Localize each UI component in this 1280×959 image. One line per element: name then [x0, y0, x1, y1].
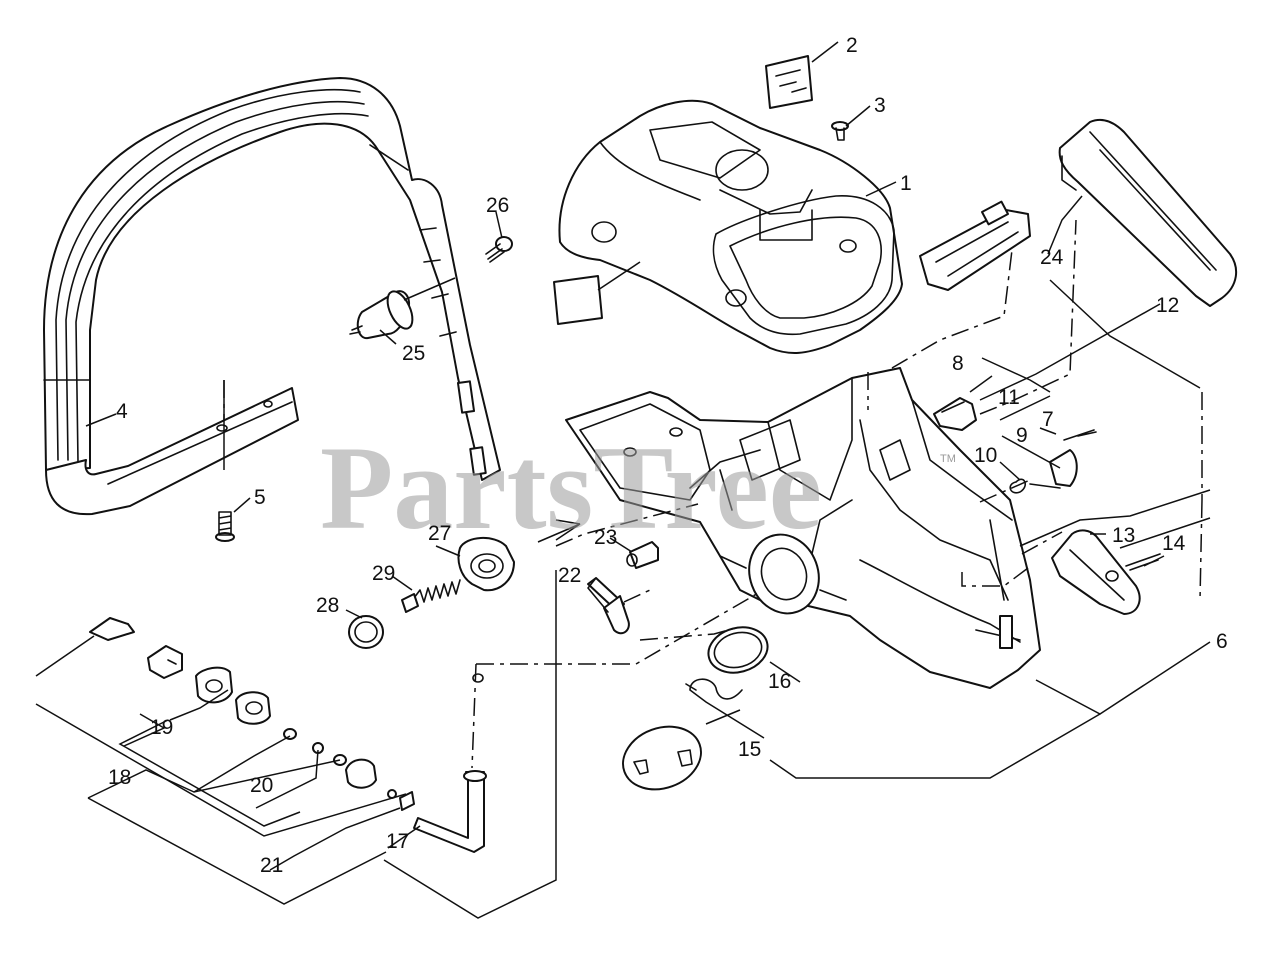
callout-7: 7: [1042, 408, 1054, 431]
callout-5: 5: [254, 486, 266, 509]
callout-21: 21: [260, 854, 283, 877]
callout-6: 6: [1216, 630, 1228, 653]
handle-screw: [215, 511, 235, 542]
callout-12: 12: [1156, 294, 1179, 317]
watermark-trademark: TM: [940, 453, 956, 465]
spring: [401, 579, 461, 613]
callout-23: 23: [594, 526, 617, 549]
watermark: PartsTree TM: [320, 421, 956, 554]
callout-16: 16: [768, 670, 791, 693]
pump-parts: [89, 617, 415, 811]
callout-9: 9: [1016, 424, 1028, 447]
callout-28: 28: [316, 594, 339, 617]
bar-plate: [1051, 529, 1141, 615]
chain-cover: [1058, 118, 1238, 307]
callout-13: 13: [1112, 524, 1135, 547]
callout-labels: 1 2 3 4 5 6 7 8 9 10 11 12 13 14 15 16 1…: [108, 34, 1228, 877]
o-ring: [707, 626, 769, 674]
callout-10: 10: [974, 444, 997, 467]
callout-3: 3: [874, 94, 886, 117]
callout-4: 4: [116, 400, 128, 423]
brake-linkage: [933, 397, 1097, 494]
callout-15: 15: [738, 738, 761, 761]
handle-screw-top: [485, 236, 513, 263]
hose-fitting: [626, 541, 659, 569]
callout-20: 20: [250, 774, 273, 797]
watermark-text: PartsTree: [320, 421, 822, 554]
callout-14: 14: [1162, 532, 1186, 555]
warning-decal: [765, 55, 813, 109]
callout-24: 24: [1040, 246, 1064, 269]
crankcase-housing: [565, 367, 1041, 689]
tank-cap: [622, 725, 702, 791]
callout-11: 11: [998, 386, 1020, 409]
plate-screw: [1125, 553, 1161, 571]
callout-26: 26: [486, 194, 509, 217]
dash-dot-lines: [223, 219, 1203, 769]
cover-screw: [831, 121, 849, 141]
fuel-hose: [587, 577, 630, 635]
label-sticker: [553, 261, 641, 325]
callout-22: 22: [558, 564, 581, 587]
handle-spacer: [349, 277, 456, 340]
cap: [348, 615, 384, 649]
grommet: [457, 537, 515, 592]
front-handle-bar: [43, 77, 501, 481]
filter-bracket: [919, 200, 1031, 291]
cap-retainer: [685, 678, 743, 700]
leader-lines: [35, 41, 1211, 919]
callout-17: 17: [386, 830, 409, 853]
callout-1: 1: [900, 172, 912, 195]
callout-2: 2: [846, 34, 858, 57]
callout-25: 25: [402, 342, 425, 365]
top-cover: [558, 99, 903, 354]
callout-19: 19: [150, 716, 173, 739]
handle-mounting-bar: [45, 380, 299, 516]
callout-27: 27: [428, 522, 451, 545]
callout-8: 8: [952, 352, 964, 375]
oil-line: [413, 673, 487, 853]
callout-18: 18: [108, 766, 131, 789]
callout-29: 29: [372, 562, 395, 585]
